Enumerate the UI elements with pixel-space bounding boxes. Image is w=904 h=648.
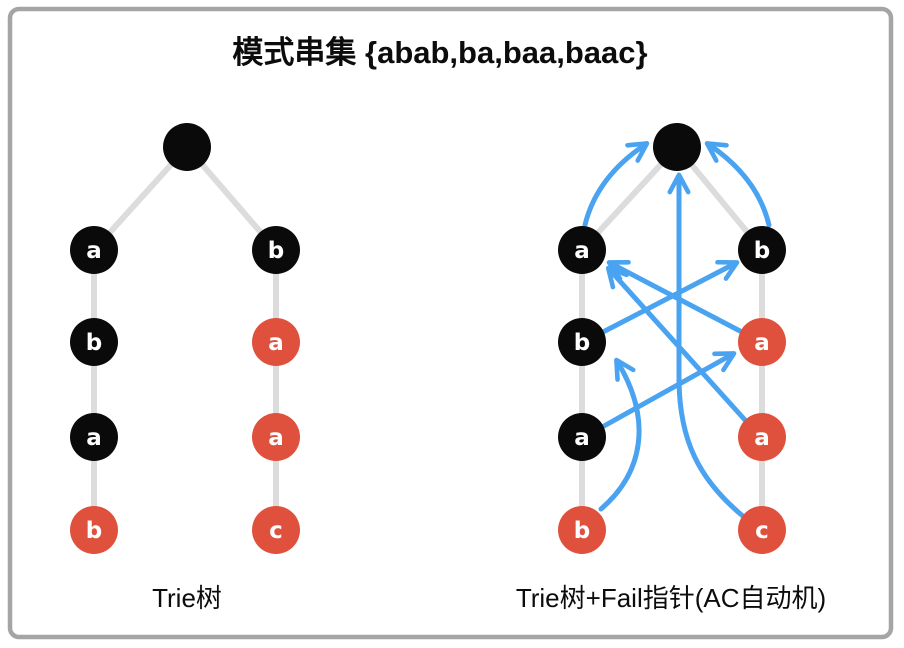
left-trie-node-aba bbox=[70, 413, 118, 461]
left-trie-node-ab bbox=[70, 318, 118, 366]
left-trie-node-baa bbox=[252, 413, 300, 461]
left-trie-node-abab bbox=[70, 506, 118, 554]
left-trie-node-baac bbox=[252, 506, 300, 554]
right-diagram-caption: Trie树+Fail指针(AC自动机) bbox=[516, 583, 826, 613]
fail-pointer-abab-to-ab bbox=[598, 357, 642, 512]
right-trie-node-baac bbox=[738, 506, 786, 554]
left-trie-node-root bbox=[163, 123, 211, 171]
sketch-border bbox=[7, 6, 894, 640]
right-trie-node-baa bbox=[738, 413, 786, 461]
right-trie-node-abab bbox=[558, 506, 606, 554]
diagram-title: 模式串集 {abab,ba,baa,baac} bbox=[232, 35, 647, 70]
fail-pointer-ab-to-b bbox=[600, 259, 740, 335]
fail-pointer-a-to-root bbox=[582, 141, 650, 228]
left-trie-edges bbox=[91, 144, 279, 533]
left-trie-diagram: a b b a a a b c Trie树 bbox=[70, 123, 300, 613]
right-ac-automaton-diagram: a b b a a a b c Trie树+Fail指针(AC自动机) bbox=[516, 123, 826, 613]
right-trie-node-ba bbox=[738, 318, 786, 366]
fail-pointer-arrows bbox=[582, 141, 772, 520]
left-trie-node-ba bbox=[252, 318, 300, 366]
left-trie-nodes: a b b a a a b c bbox=[70, 123, 300, 554]
fail-pointer-ba-to-a bbox=[606, 260, 743, 334]
fail-pointer-b-to-root bbox=[704, 141, 772, 228]
right-trie-node-aba bbox=[558, 413, 606, 461]
right-trie-node-b bbox=[738, 226, 786, 274]
left-trie-node-b bbox=[252, 226, 300, 274]
right-trie-node-ab bbox=[558, 318, 606, 366]
left-trie-node-a bbox=[70, 226, 118, 274]
fail-pointer-aba-to-ba bbox=[601, 351, 737, 429]
fail-pointer-baac-to-root bbox=[667, 172, 747, 520]
left-diagram-caption: Trie树 bbox=[152, 583, 222, 613]
right-trie-node-root bbox=[653, 123, 701, 171]
right-trie-node-a bbox=[558, 226, 606, 274]
